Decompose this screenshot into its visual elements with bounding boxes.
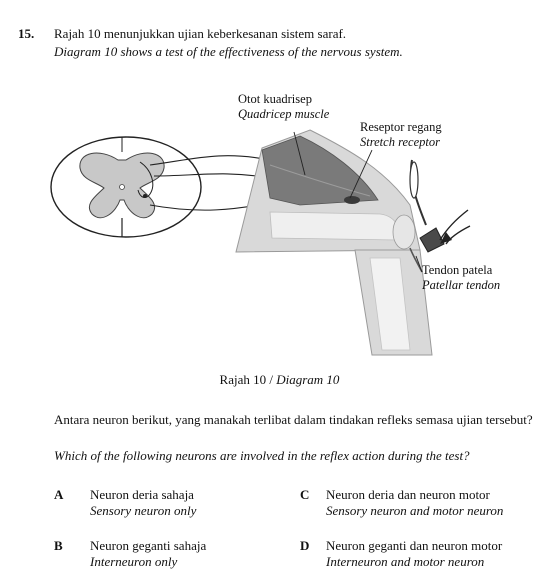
option-c-letter[interactable]: C (300, 487, 310, 502)
option-b-letter[interactable]: B (54, 538, 63, 553)
option-a-letter[interactable]: A (54, 487, 64, 502)
option-c-text[interactable]: Neuron deria dan neuron motor Sensory ne… (326, 487, 503, 519)
label-leader-lines (293, 131, 423, 273)
option-c-malay: Neuron deria dan neuron motor (326, 487, 490, 502)
diagram-caption-malay: Rajah 10 / (219, 372, 273, 387)
leg-illustration (235, 129, 433, 356)
option-d-malay: Neuron geganti dan neuron motor (326, 538, 503, 553)
diagram-caption-english: Diagram 10 (276, 372, 340, 387)
diagram-caption: Rajah 10 / Diagram 10 (0, 372, 559, 388)
stretch-receptor-label-english: Stretch receptor (360, 135, 440, 149)
patellar-tendon-label-malay: Tendon patela (422, 263, 493, 277)
option-d-english: Interneuron and motor neuron (326, 554, 485, 569)
quadricep-label-malay: Otot kuadrisep (238, 92, 312, 106)
reflex-hammer (409, 159, 445, 253)
option-d-letter[interactable]: D (300, 538, 310, 553)
option-a-english: Sensory neuron only (90, 503, 197, 518)
quadricep-label-english: Quadricep muscle (238, 107, 330, 121)
option-b-malay: Neuron geganti sahaja (90, 538, 207, 553)
question-stem-malay: Rajah 10 menunjukkan ujian keberkesanan … (54, 26, 347, 41)
prompt-english: Which of the following neurons are invol… (54, 448, 470, 463)
stretch-receptor-label: Reseptor regang Stretch receptor (360, 120, 442, 150)
quadricep-label: Otot kuadrisep Quadricep muscle (238, 92, 329, 122)
prompt-malay: Antara neuron berikut, yang manakah terl… (54, 412, 533, 427)
option-b-english: Interneuron only (90, 554, 178, 569)
patellar-tendon-label: Tendon patela Patellar tendon (422, 263, 500, 293)
option-a-malay: Neuron deria sahaja (90, 487, 194, 502)
option-d-text[interactable]: Neuron geganti dan neuron motor Interneu… (326, 538, 502, 570)
option-b-text[interactable]: Neuron geganti sahaja Interneuron only (90, 538, 206, 570)
motion-arrow (439, 209, 471, 245)
spinal-cord-cross-section (50, 136, 202, 238)
patellar-tendon-label-english: Patellar tendon (422, 278, 501, 292)
option-a-text[interactable]: Neuron deria sahaja Sensory neuron only (90, 487, 196, 519)
option-c-english: Sensory neuron and motor neuron (326, 503, 504, 518)
stretch-receptor-label-malay: Reseptor regang (360, 120, 442, 134)
question-number: 15. (18, 26, 35, 41)
question-stem-english: Diagram 10 shows a test of the effective… (54, 44, 403, 59)
